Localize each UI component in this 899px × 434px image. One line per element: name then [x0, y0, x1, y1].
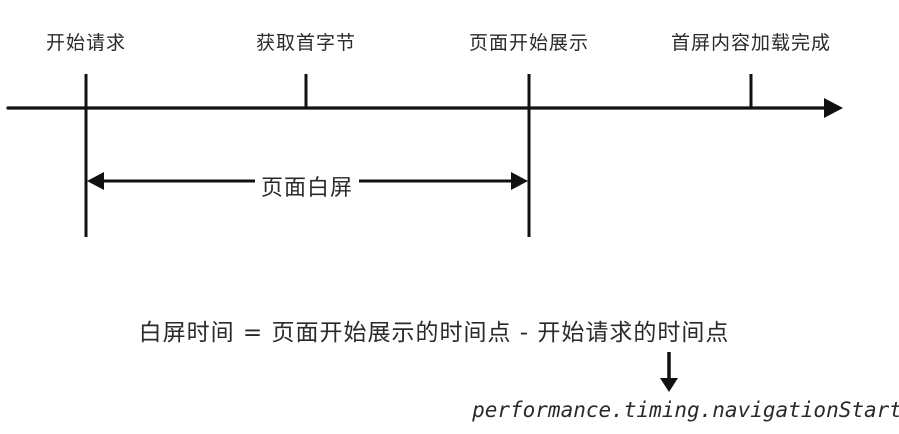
milestone-label-render-start: 页面开始展示	[468, 32, 590, 54]
timeline-axis-arrowhead	[824, 98, 843, 118]
white-screen-span-arrow-right	[511, 172, 528, 190]
white-screen-span-label: 页面白屏	[254, 170, 360, 202]
milestone-label-request-start: 开始请求	[45, 32, 127, 54]
milestone-label-first-byte: 获取首字节	[255, 32, 357, 54]
white-screen-span-arrow-left	[87, 172, 104, 190]
milestone-label-first-screen-loaded: 首屏内容加载完成	[670, 32, 832, 54]
down-arrow-head	[660, 378, 678, 392]
api-reference-navigation-start: performance.timing.navigationStart	[472, 398, 899, 422]
white-screen-time-formula: 白屏时间 = 页面开始展示的时间点 - 开始请求的时间点	[138, 320, 730, 346]
